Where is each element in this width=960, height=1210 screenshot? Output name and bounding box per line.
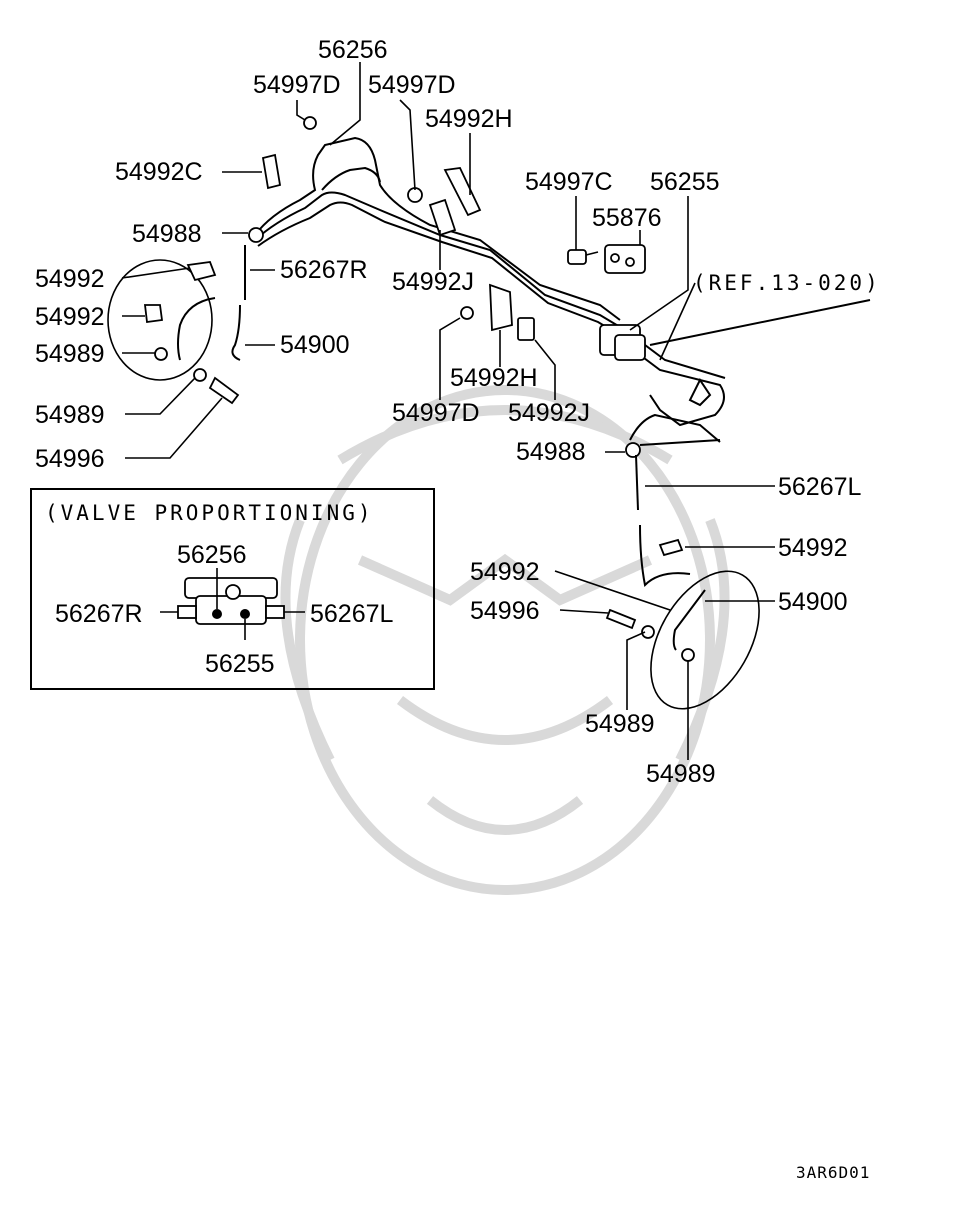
part-labels: 56256 54997D 54997D 54992H 54992C 54997C…: [35, 36, 881, 788]
label-56267L: 56267L: [778, 473, 862, 501]
label-54997C: 54997C: [525, 168, 613, 196]
inset-valve-proportioning: (VALVE PROPORTIONING) 56256 56267R 56267…: [30, 488, 435, 690]
label-54996: 54996: [470, 597, 540, 625]
part-54997C-bolt: [567, 249, 599, 265]
watermark-logo: [280, 385, 730, 895]
leader-lines: [121, 62, 775, 760]
label-54900: 54900: [280, 331, 350, 359]
inset-valve-shape: [177, 577, 285, 625]
label-54988: 54988: [132, 220, 202, 248]
label-54997D: 54997D: [368, 71, 456, 99]
part-56256-valve: [599, 324, 646, 361]
label-54996: 54996: [35, 445, 105, 473]
label-54989: 54989: [35, 340, 105, 368]
inset-label-56267L: 56267L: [310, 600, 394, 628]
label-54989: 54989: [646, 760, 716, 788]
part-56267L-pipe: [635, 454, 639, 511]
label-54992H: 54992H: [450, 364, 538, 392]
label-54992H: 54992H: [425, 105, 513, 133]
label-56256: 56256: [318, 36, 388, 64]
label-54992: 54992: [35, 265, 105, 293]
part-55876-block: [604, 244, 646, 274]
label-56255: 56255: [650, 168, 720, 196]
inset-title: (VALVE PROPORTIONING): [45, 501, 374, 525]
part-54992J-clip-mid: [517, 317, 535, 341]
label-54988: 54988: [516, 438, 586, 466]
part-54989-washers: [154, 347, 695, 662]
part-54988-grommet-b: [625, 442, 641, 458]
label-54997D: 54997D: [253, 71, 341, 99]
label-55876: 55876: [592, 204, 662, 232]
label-54992J: 54992J: [508, 399, 590, 427]
inset-label-56255: 56255: [205, 650, 275, 678]
label-54989: 54989: [35, 401, 105, 429]
inset-label-56256: 56256: [177, 541, 247, 569]
part-54992C-bracket: [261, 153, 282, 190]
label-54992: 54992: [778, 534, 848, 562]
part-54992H-bracket-mid: [489, 283, 513, 332]
diagram-code: 3AR6D01: [796, 1163, 870, 1182]
label-54992J: 54992J: [392, 268, 474, 296]
part-54900-hose-left: [107, 259, 241, 381]
label-54992: 54992: [35, 303, 105, 331]
part-54988-grommet-a: [248, 227, 264, 243]
label-54997D: 54997D: [392, 399, 480, 427]
inset-label-56267R: 56267R: [55, 600, 143, 628]
label-54989: 54989: [585, 710, 655, 738]
part-54996-bolts: [208, 376, 637, 630]
inset-frame: [30, 488, 435, 690]
part-54900-hose-right: [639, 524, 760, 710]
part-54992-clips: [143, 261, 684, 557]
label-ref-13-020: (REF.13-020): [693, 271, 881, 295]
label-54992: 54992: [470, 558, 540, 586]
label-54900: 54900: [778, 588, 848, 616]
label-54992C: 54992C: [115, 158, 203, 186]
part-54992H-bracket-top: [428, 167, 482, 237]
label-56267R: 56267R: [280, 256, 368, 284]
